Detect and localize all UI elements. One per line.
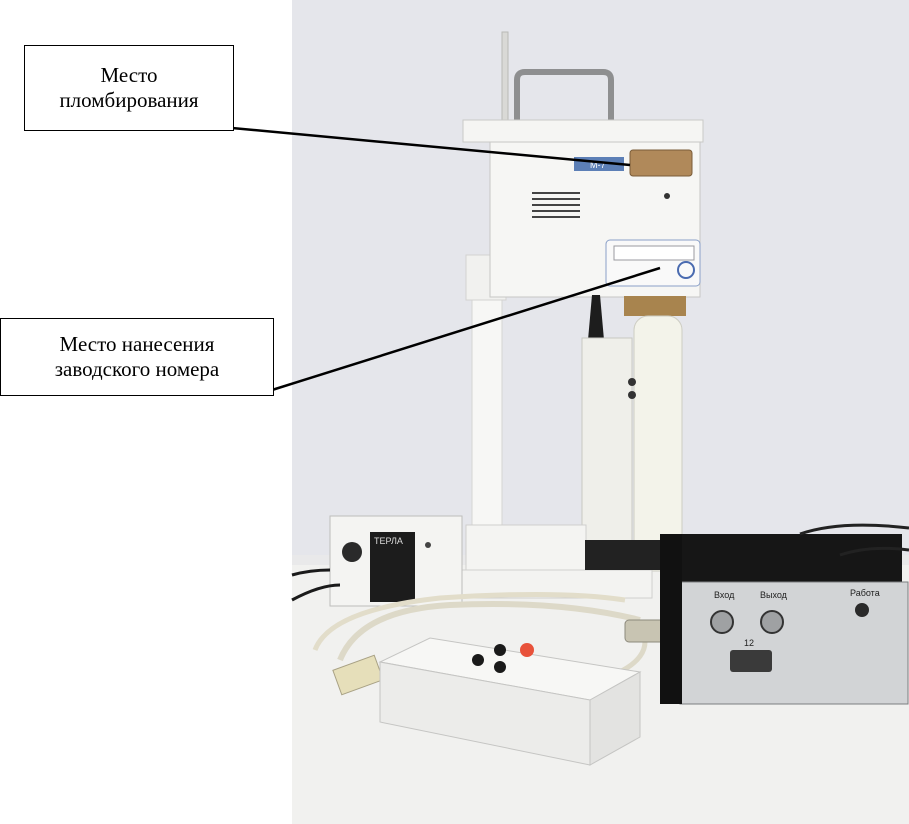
processing-unit: Вход Выход Работа 12 bbox=[660, 534, 909, 705]
stand-base bbox=[465, 524, 587, 574]
sealing-callout-line2: пломбирования bbox=[59, 88, 199, 112]
control-box bbox=[378, 637, 642, 766]
bnc-input bbox=[710, 610, 734, 634]
electronics-module bbox=[581, 337, 633, 544]
serial-port bbox=[730, 650, 772, 672]
antenna-rod bbox=[501, 31, 509, 123]
seal-block bbox=[629, 149, 693, 177]
bnc-output bbox=[760, 610, 784, 634]
sealing-place-callout: Место пломбирования bbox=[24, 45, 234, 131]
serial-callout-line2: заводского номера bbox=[54, 357, 220, 381]
psu-brand: ТЕРЛА bbox=[374, 536, 403, 546]
work-label: Работа bbox=[850, 588, 880, 598]
handle bbox=[514, 69, 614, 125]
output-label: Выход bbox=[760, 590, 788, 600]
power-supply: ТЕРЛА bbox=[329, 515, 463, 607]
probe-cylinder bbox=[633, 315, 683, 572]
detector-head: М-7 bbox=[462, 119, 704, 298]
serial-number-callout: Место нанесения заводского номера bbox=[0, 318, 274, 396]
sealing-callout-line1: Место bbox=[100, 63, 158, 87]
support-column bbox=[471, 299, 503, 536]
vent-grille bbox=[532, 192, 580, 218]
port-label: 12 bbox=[744, 638, 754, 648]
work-indicator bbox=[855, 603, 869, 617]
red-button bbox=[520, 643, 534, 657]
input-label: Вход bbox=[714, 590, 735, 600]
serial-callout-line1: Место нанесения bbox=[59, 332, 215, 356]
brass-mount bbox=[624, 296, 686, 316]
model-badge-text: М-7 bbox=[590, 160, 606, 170]
